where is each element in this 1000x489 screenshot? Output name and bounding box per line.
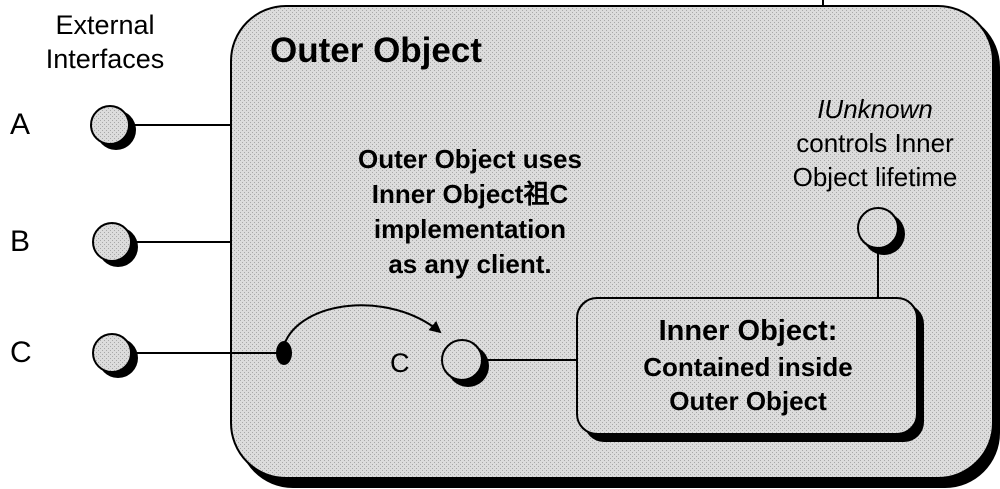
external-interfaces-heading: External Interfaces <box>30 8 180 76</box>
usage-note-line-3: implementation <box>373 214 567 244</box>
usage-note-line-4: as any client. <box>388 249 552 279</box>
delegation-arrow <box>283 304 442 346</box>
iunknown-note-line-1: controls Inner <box>796 128 954 158</box>
iunknown-note-line-2: Object lifetime <box>792 162 958 192</box>
interface-b-label: B <box>10 225 31 258</box>
usage-note-line-2: Inner Object祖C <box>371 179 569 209</box>
inner-object-subtitle: Contained inside Outer Object <box>578 350 918 418</box>
inner-object-box <box>576 297 918 435</box>
inner-object-subtitle-line-2: Outer Object <box>669 386 827 416</box>
inner-object-title: Inner Object: <box>658 315 838 347</box>
usage-note-line-1: Outer Object uses <box>358 144 582 174</box>
interface-a-label: A <box>10 108 31 141</box>
usage-note: Outer Object uses Inner Object祖C impleme… <box>320 142 620 282</box>
inner-interface-c-label: C <box>390 348 410 378</box>
inner-object-subtitle-line-1: Contained inside <box>643 352 853 382</box>
iunknown-note: IUnknown controls Inner Object lifetime <box>770 92 980 194</box>
delegation-point <box>276 341 292 365</box>
inner-interface-c-lollipop <box>441 339 489 387</box>
interface-c-label: C <box>10 336 32 369</box>
interface-a-lollipop <box>90 105 136 150</box>
iunknown-lollipop <box>857 207 905 255</box>
external-interfaces-heading-line-2: Interfaces <box>45 44 165 74</box>
interface-b-lollipop <box>92 222 138 267</box>
iunknown-interface-name: IUnknown <box>817 94 933 124</box>
external-interfaces-heading-line-1: External <box>55 10 155 40</box>
interface-c-lollipop <box>92 333 138 378</box>
outer-object-title: Outer Object <box>270 31 482 70</box>
